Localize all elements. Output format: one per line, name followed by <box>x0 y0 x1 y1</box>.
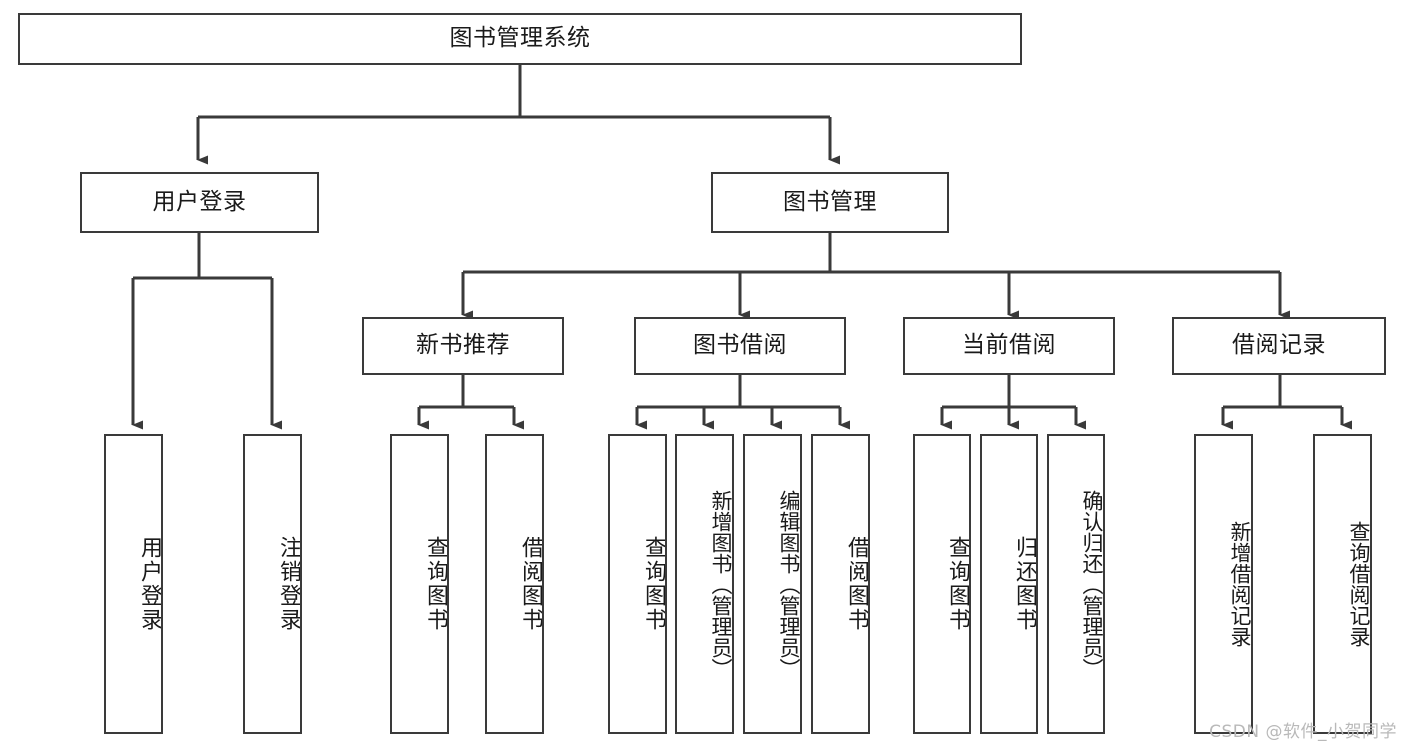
node-book-manage[interactable]: 图书管理 <box>711 172 949 233</box>
node-leaf-query-record[interactable]: 查询借阅记录 <box>1313 434 1372 734</box>
node-new-book-recommend[interactable]: 新书推荐 <box>362 317 564 375</box>
node-leaf-return-book[interactable]: 归还图书 <box>980 434 1038 734</box>
node-leaf-logout[interactable]: 注销登录 <box>243 434 302 734</box>
node-root-label: 图书管理系统 <box>449 25 591 52</box>
node-leaf-borrow-book-1-label: 借阅图书 <box>518 536 543 632</box>
node-book-borrow-label: 图书借阅 <box>693 332 787 359</box>
node-leaf-query-book-2[interactable]: 查询图书 <box>608 434 667 734</box>
node-user-login[interactable]: 用户登录 <box>80 172 319 233</box>
node-leaf-query-book-1-label: 查询图书 <box>423 536 448 632</box>
node-leaf-edit-book-label: 编辑图书（管理员） <box>777 489 801 679</box>
node-borrow-record[interactable]: 借阅记录 <box>1172 317 1386 375</box>
node-leaf-confirm-return[interactable]: 确认归还（管理员） <box>1047 434 1105 734</box>
node-leaf-edit-book[interactable]: 编辑图书（管理员） <box>743 434 802 734</box>
node-leaf-query-book-3-label: 查询图书 <box>945 536 970 632</box>
node-leaf-user-login[interactable]: 用户登录 <box>104 434 163 734</box>
node-leaf-add-book-label: 新增图书（管理员） <box>709 489 733 679</box>
node-leaf-add-book[interactable]: 新增图书（管理员） <box>675 434 734 734</box>
node-book-borrow[interactable]: 图书借阅 <box>634 317 846 375</box>
node-leaf-borrow-book-1[interactable]: 借阅图书 <box>485 434 544 734</box>
node-book-manage-label: 图书管理 <box>783 188 877 215</box>
node-leaf-add-record[interactable]: 新增借阅记录 <box>1194 434 1253 734</box>
node-leaf-query-record-label: 查询借阅记录 <box>1347 521 1371 647</box>
node-leaf-query-book-1[interactable]: 查询图书 <box>390 434 449 734</box>
node-new-book-recommend-label: 新书推荐 <box>416 332 510 359</box>
node-user-login-label: 用户登录 <box>152 188 247 215</box>
node-leaf-borrow-book-2-label: 借阅图书 <box>844 536 869 632</box>
node-leaf-user-login-label: 用户登录 <box>137 536 162 632</box>
node-leaf-add-record-label: 新增借阅记录 <box>1228 521 1252 647</box>
node-leaf-borrow-book-2[interactable]: 借阅图书 <box>811 434 870 734</box>
node-current-borrow[interactable]: 当前借阅 <box>903 317 1115 375</box>
node-leaf-logout-label: 注销登录 <box>276 536 301 632</box>
node-current-borrow-label: 当前借阅 <box>962 332 1056 359</box>
csdn-watermark: CSDN @软件_小贺同学 <box>1209 722 1397 742</box>
node-root[interactable]: 图书管理系统 <box>18 13 1022 65</box>
node-leaf-query-book-3[interactable]: 查询图书 <box>913 434 971 734</box>
node-leaf-confirm-return-label: 确认归还（管理员） <box>1080 489 1104 679</box>
node-leaf-return-book-label: 归还图书 <box>1012 536 1037 632</box>
node-leaf-query-book-2-label: 查询图书 <box>641 536 666 632</box>
node-borrow-record-label: 借阅记录 <box>1232 332 1326 359</box>
